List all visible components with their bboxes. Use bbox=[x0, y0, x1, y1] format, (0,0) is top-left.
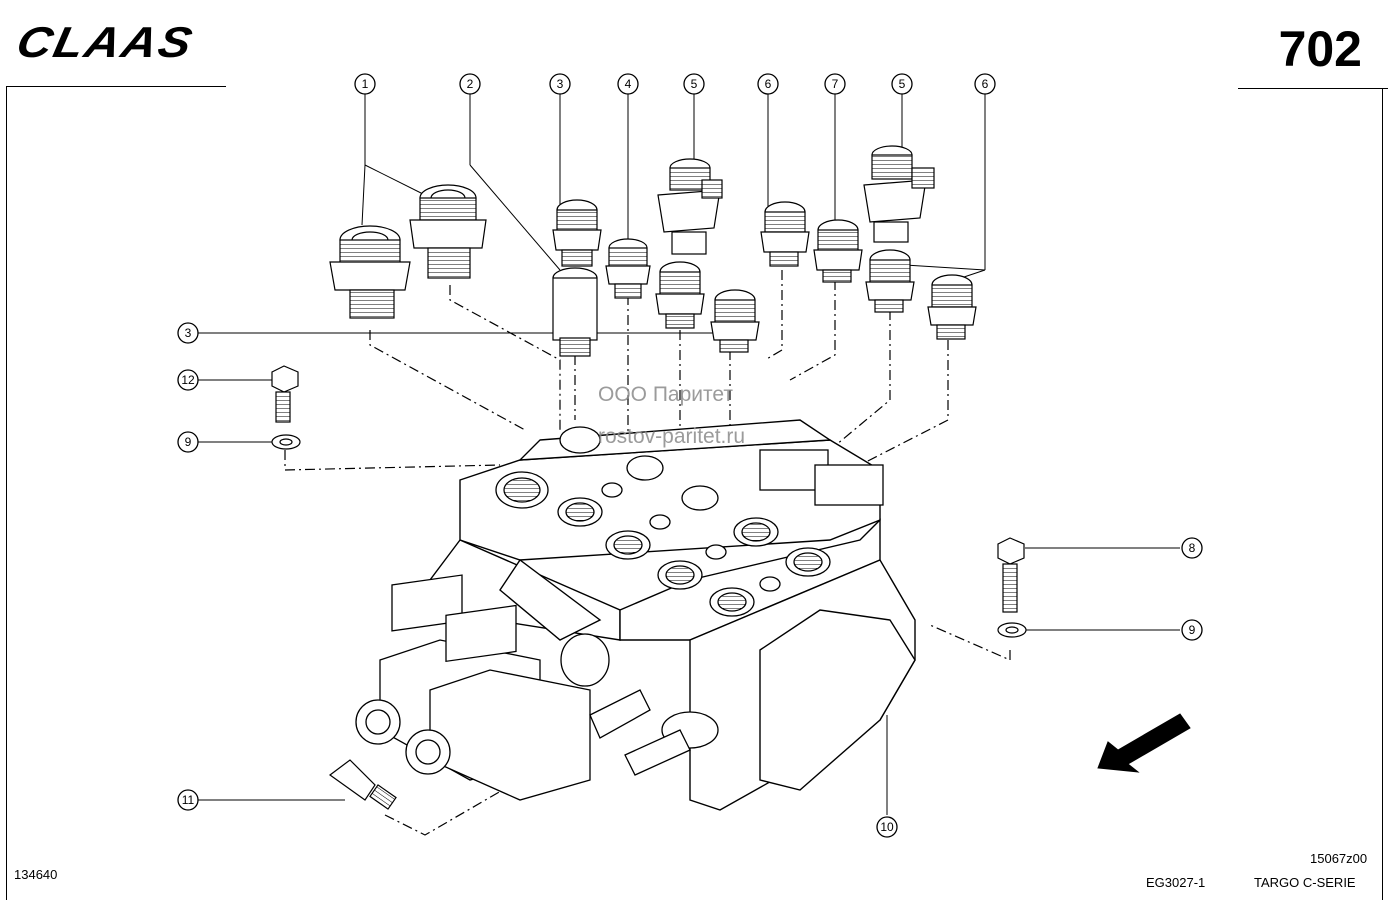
fitting-4 bbox=[605, 238, 651, 299]
callout-number: 4 bbox=[625, 77, 632, 91]
callout-circle bbox=[549, 73, 571, 95]
valve-ports bbox=[495, 426, 831, 617]
watermark-company: ООО Паритет bbox=[598, 383, 734, 406]
callout-number: 5 bbox=[691, 77, 698, 91]
watermark-site: rostov-paritet.ru bbox=[598, 425, 746, 448]
callout-number: 10 bbox=[880, 820, 894, 834]
drawing-id: 134640 bbox=[14, 867, 58, 882]
callout-leaders bbox=[198, 92, 1180, 815]
callout-circle bbox=[177, 369, 199, 391]
reference-code: EG3027-1 bbox=[1146, 875, 1206, 890]
callout-number: 5 bbox=[899, 77, 906, 91]
callout-circle bbox=[1181, 537, 1203, 559]
page-number: 702 bbox=[1278, 21, 1362, 77]
callout-circle bbox=[876, 816, 898, 838]
callout-circle bbox=[617, 73, 639, 95]
header-rule-left bbox=[6, 86, 226, 87]
callout-number: 12 bbox=[181, 373, 195, 387]
model-series: TARGO C-SERIE bbox=[1254, 875, 1356, 890]
fitting-3a bbox=[552, 199, 602, 267]
fittings bbox=[329, 145, 977, 357]
callout-circle bbox=[459, 73, 481, 95]
fitting-5a bbox=[657, 158, 723, 255]
callout-number: 11 bbox=[182, 793, 195, 807]
fitting-3b bbox=[655, 261, 705, 329]
solenoids bbox=[355, 449, 884, 801]
callout-number: 8 bbox=[1189, 541, 1196, 555]
callout-circle bbox=[1181, 619, 1203, 641]
fitting-6a bbox=[760, 201, 810, 267]
callout-number: 7 bbox=[832, 77, 839, 91]
callout-number: 1 bbox=[362, 77, 369, 91]
frame-left-border bbox=[6, 86, 7, 900]
callout-number: 3 bbox=[557, 77, 564, 91]
callout-number: 9 bbox=[185, 435, 192, 449]
fitting-2 bbox=[552, 267, 598, 357]
fitting-7 bbox=[813, 219, 863, 283]
callout-circle bbox=[683, 73, 705, 95]
frame-right-border bbox=[1382, 88, 1383, 900]
callout-circle bbox=[177, 789, 199, 811]
callout-circle bbox=[177, 431, 199, 453]
bolts-and-washers bbox=[271, 365, 1027, 810]
fitting-1b bbox=[409, 184, 487, 279]
callout-circle bbox=[177, 322, 199, 344]
assembly-leader-lines bbox=[284, 270, 1011, 836]
callout-number: 3 bbox=[185, 326, 192, 340]
fitting-6b bbox=[865, 249, 915, 313]
fitting-1a bbox=[329, 225, 411, 319]
callout-circle bbox=[824, 73, 846, 95]
callout-circle bbox=[757, 73, 779, 95]
callout-circle bbox=[354, 73, 376, 95]
callout-number: 9 bbox=[1189, 623, 1196, 637]
callout-number: 2 bbox=[467, 77, 474, 91]
fitting-3c bbox=[710, 289, 760, 353]
callout-number: 6 bbox=[982, 77, 989, 91]
drawing-version: 15067z00 bbox=[1310, 851, 1368, 866]
callout-circle bbox=[974, 73, 996, 95]
callout-circle bbox=[891, 73, 913, 95]
fitting-6c bbox=[927, 274, 977, 340]
fitting-5b bbox=[863, 145, 935, 243]
direction-arrow bbox=[1097, 713, 1191, 773]
callout-number: 6 bbox=[765, 77, 772, 91]
header-rule-right bbox=[1238, 88, 1388, 89]
